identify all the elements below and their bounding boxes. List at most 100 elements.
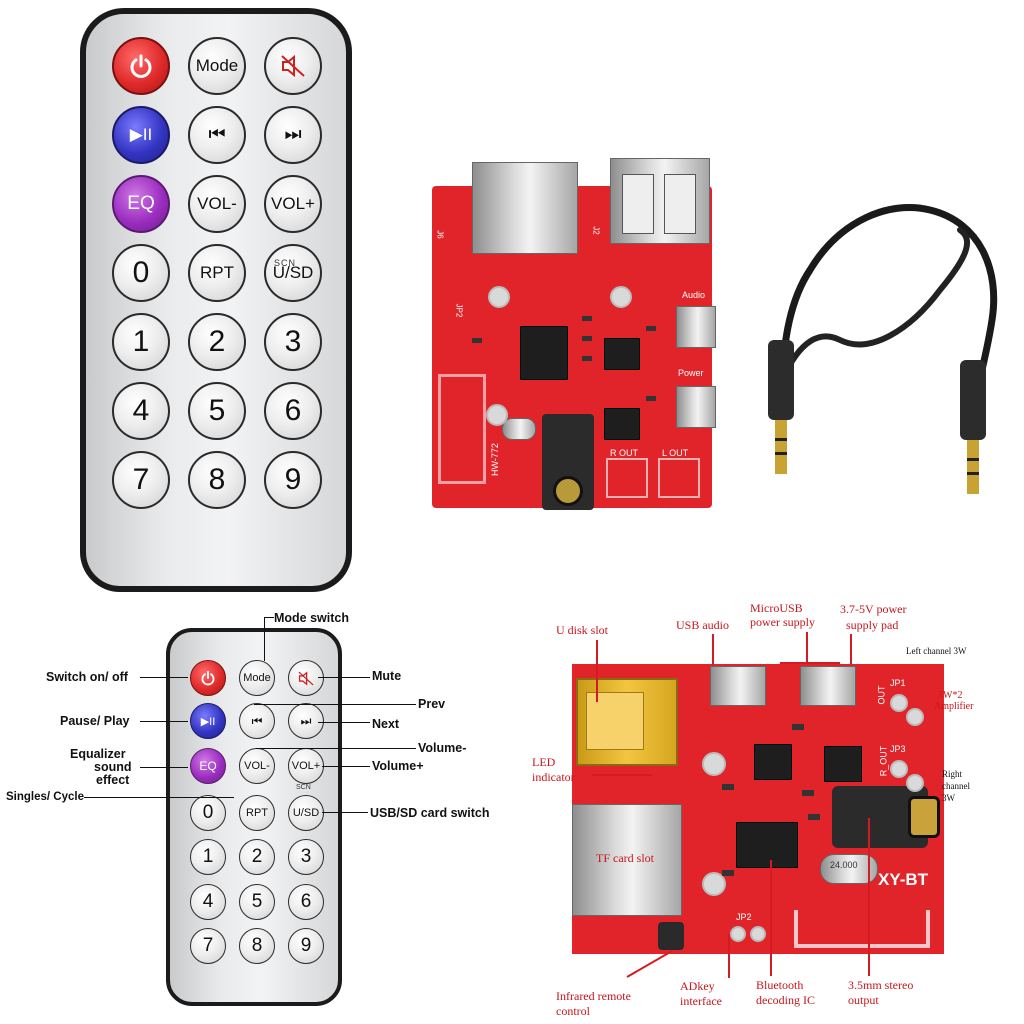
vol-up-button[interactable]: VOL+: [264, 175, 322, 233]
eq-button[interactable]: EQ: [190, 748, 226, 784]
next-icon: ⏭: [284, 124, 302, 145]
button-label: 1: [132, 325, 150, 358]
pcb-antenna: [438, 374, 486, 484]
mode-button[interactable]: Mode: [188, 37, 246, 95]
digit-5-button[interactable]: 5: [188, 382, 246, 440]
leader-line: [84, 797, 234, 798]
mute-button[interactable]: [288, 660, 324, 696]
jp3-pad: [890, 760, 908, 778]
model-silk: XY-BT: [878, 870, 929, 889]
micro-usb-power-port: [800, 666, 856, 706]
play-pause-icon: ▶II: [129, 125, 153, 144]
power-button[interactable]: [190, 660, 226, 696]
smd-part: [808, 814, 820, 820]
digit-8-button[interactable]: 8: [188, 451, 246, 509]
digit-3-button[interactable]: 3: [264, 313, 322, 371]
callout-microusb-1: MicroUSB: [750, 601, 803, 615]
digit-5-button[interactable]: 5: [239, 884, 275, 920]
stereo-jack-ring: [908, 796, 940, 838]
smd-part: [722, 870, 734, 876]
button-label: 0: [202, 802, 214, 823]
leader-line: [140, 767, 188, 768]
usb-sd-button[interactable]: U/SD: [264, 244, 322, 302]
repeat-button[interactable]: RPT: [188, 244, 246, 302]
leader-line: [140, 721, 188, 722]
play-pause-button[interactable]: ▶II: [190, 703, 226, 739]
leader-line: [626, 950, 673, 978]
prev-button[interactable]: ⏮: [239, 703, 275, 739]
prev-button[interactable]: ⏮: [188, 106, 246, 164]
callout-usb-audio: USB audio: [676, 618, 730, 632]
digit-7-button[interactable]: 7: [112, 451, 170, 509]
rout-silk: R_OUT: [878, 745, 889, 777]
callout-prev: Prev: [418, 697, 446, 711]
callout-equalizer: Equalizer: [70, 747, 126, 761]
leader-line: [318, 722, 370, 723]
next-button[interactable]: ⏭: [264, 106, 322, 164]
button-label: 3: [300, 846, 312, 867]
leader-line: [256, 748, 416, 749]
play-pause-button[interactable]: ▶II: [112, 106, 170, 164]
tf-card-slot: [472, 162, 578, 254]
button-label: 8: [251, 935, 263, 956]
mute-icon: [298, 670, 314, 686]
callout-next: Next: [372, 717, 400, 731]
jp1-pad: [890, 694, 908, 712]
model-silk: HW-772: [490, 443, 500, 476]
digit-9-button[interactable]: 9: [264, 451, 322, 509]
leader-line: [254, 704, 416, 705]
vol-down-button[interactable]: VOL-: [239, 748, 275, 784]
digit-7-button[interactable]: 7: [190, 928, 226, 964]
usb-sd-button[interactable]: U/SD: [288, 795, 324, 831]
ir-receiver: [658, 922, 684, 950]
digit-3-button[interactable]: 3: [288, 839, 324, 875]
digit-4-button[interactable]: 4: [112, 382, 170, 440]
mount-hole: [702, 752, 726, 776]
callout-amplifier-2: Amplifier: [934, 701, 974, 712]
eq-button[interactable]: EQ: [112, 175, 170, 233]
digit-9-button[interactable]: 9: [288, 928, 324, 964]
vol-down-button[interactable]: VOL-: [188, 175, 246, 233]
button-label: EQ: [199, 759, 217, 773]
jp2-silk: JP2: [736, 912, 752, 922]
digit-0-button[interactable]: 0: [190, 795, 226, 831]
digit-4-button[interactable]: 4: [190, 884, 226, 920]
callout-right-channel-1: Right: [942, 769, 963, 779]
mode-button[interactable]: Mode: [239, 660, 275, 696]
button-label: 6: [300, 891, 312, 912]
digit-2-button[interactable]: 2: [188, 313, 246, 371]
j2-silk: J2: [591, 226, 601, 235]
digit-0-button[interactable]: 0: [112, 244, 170, 302]
crystal-mark: 24.000: [830, 860, 858, 870]
vol-up-button[interactable]: VOL+: [288, 748, 324, 784]
repeat-button[interactable]: RPT: [239, 795, 275, 831]
crystal: [502, 418, 536, 440]
digit-6-button[interactable]: 6: [288, 884, 324, 920]
leader-line: [592, 774, 652, 776]
smd-part: [582, 316, 592, 321]
callout-mute: Mute: [372, 669, 402, 683]
button-label: VOL+: [291, 760, 321, 772]
callout-adkey-1: ADkey: [680, 979, 715, 993]
digit-8-button[interactable]: 8: [239, 928, 275, 964]
callout-led-2: indicator: [532, 770, 575, 784]
digit-1-button[interactable]: 1: [190, 839, 226, 875]
power-button[interactable]: [112, 37, 170, 95]
mute-button[interactable]: [264, 37, 322, 95]
button-label: Mode: [243, 672, 271, 684]
digit-1-button[interactable]: 1: [112, 313, 170, 371]
callout-sound: sound: [94, 760, 132, 774]
button-label: ⏭: [300, 713, 312, 728]
callout-volume-minus: Volume-: [418, 741, 467, 755]
digit-6-button[interactable]: 6: [264, 382, 322, 440]
button-label: ⏮: [251, 713, 263, 728]
smd-part: [646, 396, 656, 401]
leader-line: [140, 677, 188, 678]
next-button[interactable]: ⏭: [288, 703, 324, 739]
digit-2-button[interactable]: 2: [239, 839, 275, 875]
smd-part: [582, 336, 592, 341]
leader-line: [806, 632, 808, 664]
usb-port-slot-2: [664, 174, 696, 234]
